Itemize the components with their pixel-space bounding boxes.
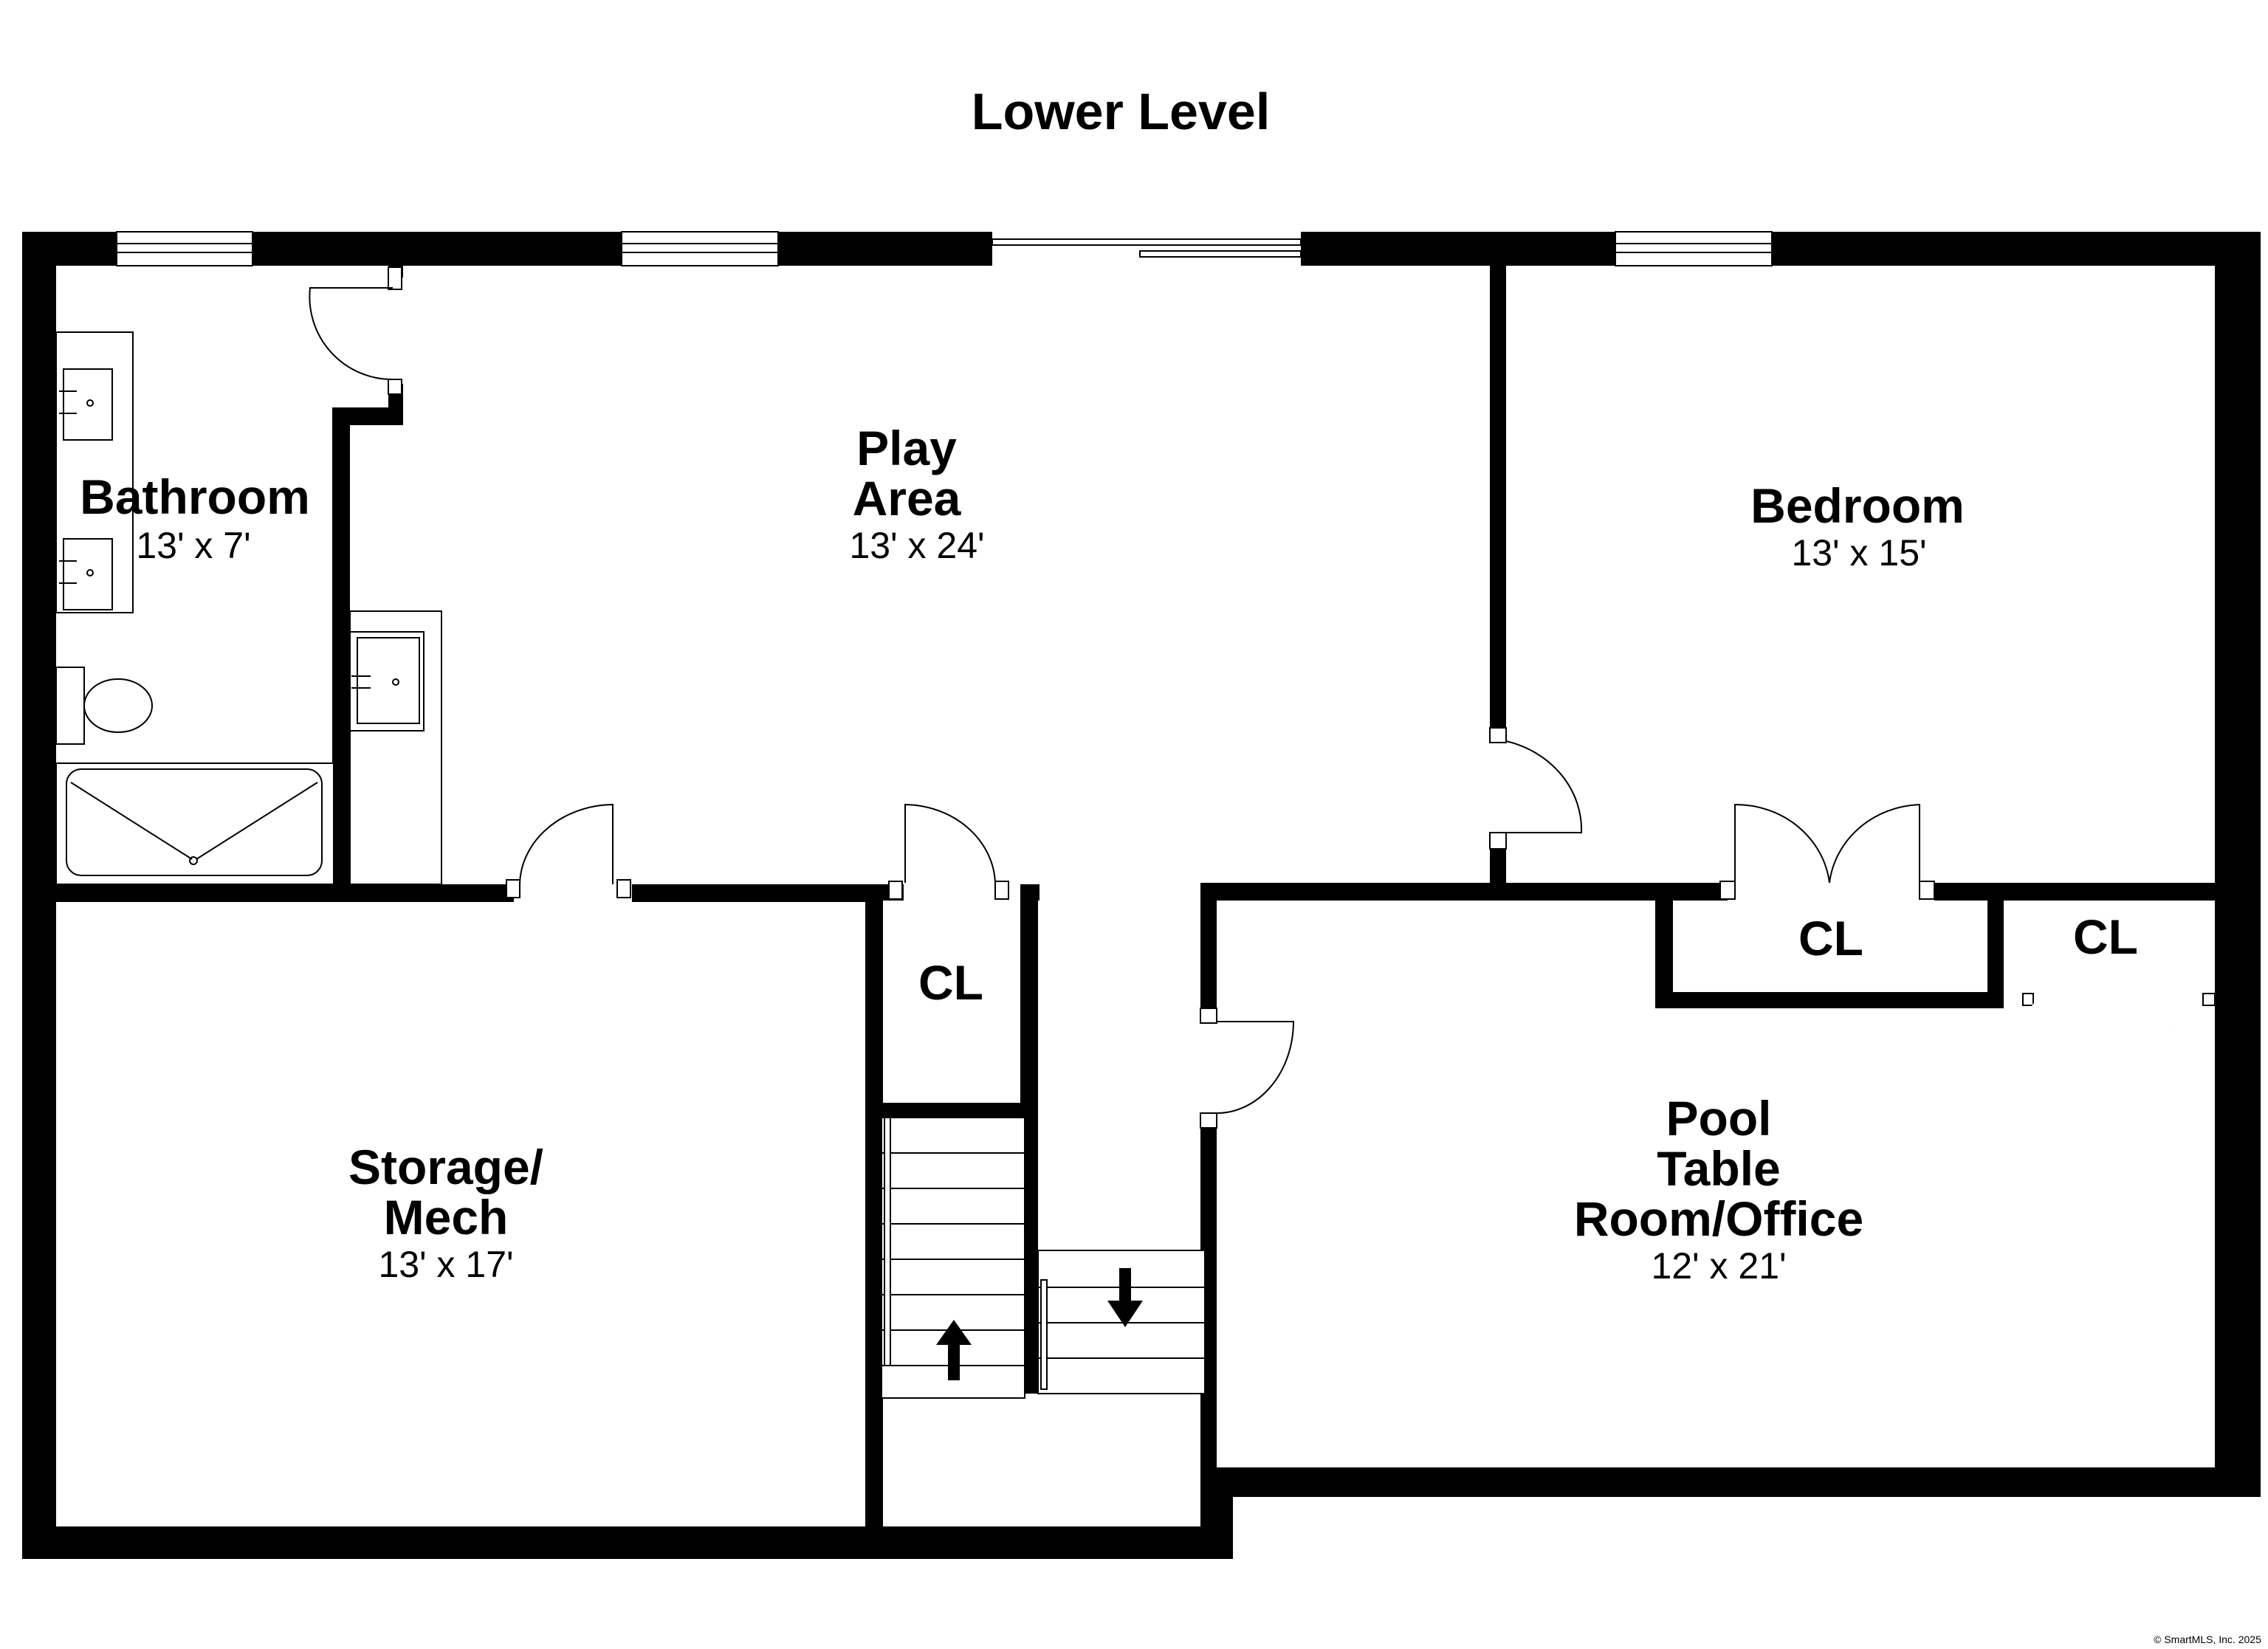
room-name-play-area-line2: Area: [853, 471, 962, 526]
door-storage: [506, 803, 631, 898]
room-play-area: Play Area 13' x 24': [849, 421, 984, 566]
room-dims-pool: 12' x 21': [1651, 1245, 1786, 1287]
door-bedroom: [1489, 727, 1583, 850]
room-bathroom: Bathroom 13' x 7': [80, 469, 310, 566]
bifold-door-pool-closet: [2022, 989, 2216, 1042]
room-name-pool-line1: Pool: [1666, 1091, 1772, 1146]
room-pool-table: Pool Table Room/Office 12' x 21': [1574, 1091, 1863, 1287]
room-name-closet-bedroom: CL: [1798, 911, 1863, 965]
room-name-storage-line2: Mech: [384, 1190, 509, 1245]
door-closet-hall: [888, 803, 1009, 900]
room-closet-bedroom: CL: [1798, 911, 1863, 965]
room-dims-bedroom: 13' x 15': [1791, 532, 1926, 574]
sliding-door: [992, 238, 1302, 258]
room-name-play-area-line1: Play: [856, 421, 957, 475]
room-name-closet-hall: CL: [918, 955, 983, 1010]
room-bedroom: Bedroom 13' x 15': [1750, 478, 1965, 574]
door-bedroom-closet: [1719, 803, 1935, 900]
room-closet-hall: CL: [918, 955, 983, 1010]
room-name-pool-line3: Room/Office: [1574, 1191, 1863, 1246]
window-bedroom: [1615, 231, 1773, 266]
room-closet-pool: CL: [2073, 909, 2138, 964]
room-dims-storage: 13' x 17': [378, 1244, 513, 1285]
down-arrow-icon: [1107, 1268, 1143, 1327]
room-storage-mech: Storage/ Mech 13' x 17': [348, 1140, 543, 1285]
shower: [55, 762, 334, 885]
window-bathroom: [116, 231, 253, 266]
room-name-bedroom: Bedroom: [1750, 478, 1965, 533]
room-dims-play-area: 13' x 24': [849, 525, 984, 566]
door-pool-room: [1200, 1008, 1295, 1129]
copyright-text: © SmartMLS, Inc. 2025: [2154, 1633, 2261, 1645]
window-play-area: [621, 231, 779, 266]
exterior-walls: [22, 232, 2261, 1559]
room-name-storage-line1: Storage/: [348, 1140, 543, 1194]
plan-title: Lower Level: [972, 83, 1271, 140]
room-name-closet-pool: CL: [2073, 909, 2138, 964]
up-arrow-icon: [936, 1320, 972, 1380]
room-name-bathroom: Bathroom: [80, 469, 310, 524]
room-dims-bathroom: 13' x 7': [136, 525, 250, 566]
bathroom-vanity: [55, 331, 134, 613]
play-area-sink-counter: [349, 610, 442, 885]
toilet: [55, 667, 153, 745]
room-name-pool-line2: Table: [1657, 1141, 1780, 1196]
door-bathroom: [309, 266, 402, 395]
